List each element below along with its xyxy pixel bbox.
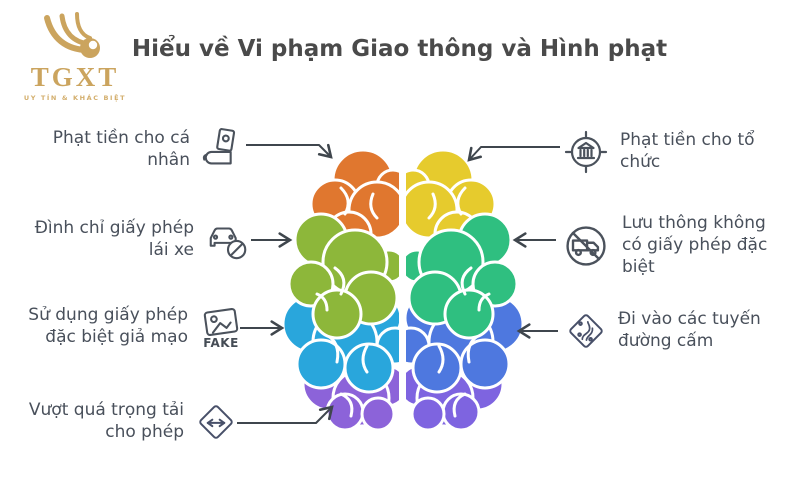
brain-left-hemisphere xyxy=(283,148,399,432)
item-label: Sử dụng giấy phép đặc biệt giả mạo xyxy=(28,305,188,347)
brain-right-hemisphere xyxy=(406,148,523,432)
violation-item-fine-organization: Phạt tiền cho tổ chức xyxy=(562,128,778,176)
brand-logo: TGXT UY TÍN & KHÁC BIỆT xyxy=(16,10,134,102)
violation-item-license-suspension: Đình chỉ giấy phép lái xe xyxy=(16,217,252,263)
brand-tagline: UY TÍN & KHÁC BIỆT xyxy=(23,94,127,102)
lobe-parietal-left xyxy=(287,212,399,340)
item-label: Lưu thông không có giấy phép đặc biệt xyxy=(622,213,768,277)
item-label: Phạt tiền cho tổ chức xyxy=(620,130,755,172)
car-license-suspended-icon xyxy=(204,217,252,263)
item-label: Vượt quá trọng tải cho phép xyxy=(28,400,184,442)
no-truck-icon xyxy=(560,220,612,272)
overload-limit-sign-icon xyxy=(194,400,238,444)
brain-illustration xyxy=(283,148,523,432)
item-label: Phạt tiền cho cá nhân xyxy=(52,128,190,170)
violation-item-no-permit-traffic: Lưu thông không có giấy phép đặc biệt xyxy=(560,213,788,278)
violation-item-banned-roads: Đi vào các tuyến đường cấm xyxy=(564,309,788,353)
violation-item-fake-permit: Sử dụng giấy phép đặc biệt giả mạo FAKE xyxy=(22,305,244,349)
item-label: Đình chỉ giấy phép lái xe xyxy=(34,218,194,260)
violation-item-overload: Vượt quá trọng tải cho phép xyxy=(20,400,238,444)
fake-document-icon: FAKE xyxy=(198,305,244,349)
fake-caption: FAKE xyxy=(203,336,239,350)
winding-road-sign-icon xyxy=(564,309,608,353)
money-in-hand-icon xyxy=(200,127,246,173)
page-title: Hiểu về Vi phạm Giao thông và Hình phạt xyxy=(131,36,668,62)
bank-target-icon xyxy=(562,128,610,176)
item-label: Đi vào các tuyến đường cấm xyxy=(618,309,761,351)
violation-item-fine-individual: Phạt tiền cho cá nhân xyxy=(28,127,246,173)
lobe-parietal-right xyxy=(406,212,519,340)
brand-name: TGXT xyxy=(30,62,120,92)
eagle-wing-icon xyxy=(44,12,100,58)
